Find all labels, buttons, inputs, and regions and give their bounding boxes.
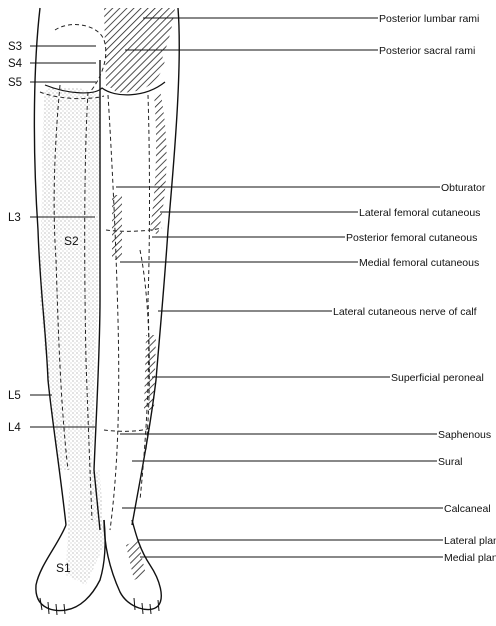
label-posterior-lumbar-rami: Posterior lumbar rami xyxy=(379,13,479,25)
label-lateral-plantar: Lateral plantar xyxy=(444,535,496,547)
plantar-hatch xyxy=(126,540,146,580)
left-leg-stippled-area xyxy=(40,88,100,470)
lateral-femoral-hatch xyxy=(150,90,167,235)
label-saphenous: Saphenous xyxy=(438,429,491,441)
label-lateral-cutaneous-nerve-of-calf: Lateral cutaneous nerve of calf xyxy=(333,306,477,318)
left-foot-stippled-area xyxy=(66,470,104,585)
label-posterior-sacral-rami: Posterior sacral rami xyxy=(379,45,475,57)
label-medial-plantar: Medial plantar xyxy=(444,552,496,564)
left-leg xyxy=(34,8,105,615)
posterior-femoral-hatch xyxy=(112,195,122,260)
label-calcaneal: Calcaneal xyxy=(444,503,491,515)
label-obturator: Obturator xyxy=(441,182,486,194)
label-l3: L3 xyxy=(8,212,21,224)
label-sural: Sural xyxy=(438,456,463,468)
label-s1: S1 xyxy=(56,561,71,575)
label-s2: S2 xyxy=(64,234,79,248)
label-superficial-peroneal: Superficial peroneal xyxy=(391,372,484,384)
posterior-sacral-hatch xyxy=(106,47,165,93)
label-l4: L4 xyxy=(8,422,21,434)
label-l5: L5 xyxy=(8,390,21,402)
label-s4: S4 xyxy=(8,58,23,70)
label-s3: S3 xyxy=(8,41,22,53)
label-s5: S5 xyxy=(8,77,22,89)
label-medial-femoral-cutaneous: Medial femoral cutaneous xyxy=(359,257,479,269)
label-posterior-femoral-cutaneous: Posterior femoral cutaneous xyxy=(346,232,477,244)
nerve-labels: Posterior lumbar rami Posterior sacral r… xyxy=(333,13,496,564)
label-lateral-femoral-cutaneous: Lateral femoral cutaneous xyxy=(359,207,480,219)
